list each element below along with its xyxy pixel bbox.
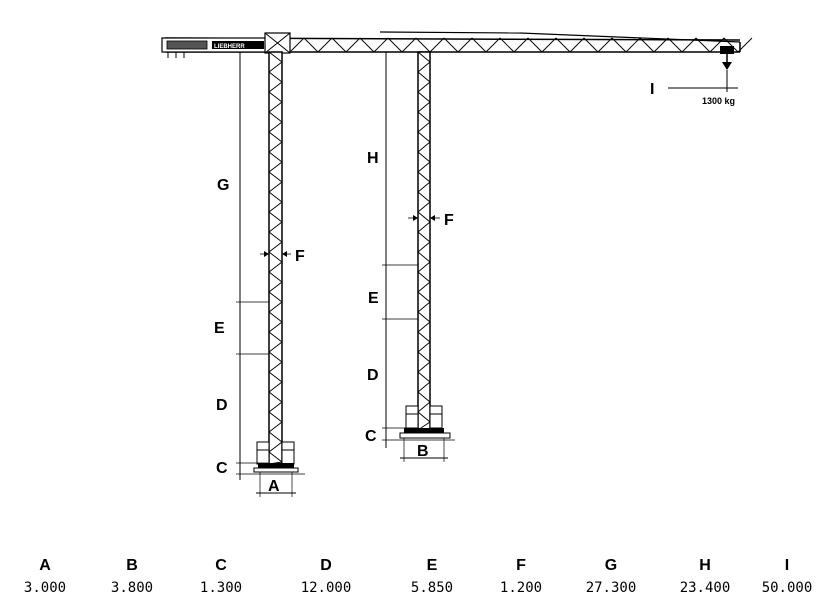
dim-col-d: D 12.000 — [276, 555, 376, 599]
dim-value: 3.000 — [23, 580, 67, 596]
dim-col-g: G 27.300 — [561, 555, 661, 599]
dim-letter: A — [39, 557, 51, 574]
dim-value: 1.200 — [499, 580, 543, 596]
dim-col-h: H 23.400 — [655, 555, 755, 599]
dim-letter: D — [320, 557, 332, 574]
label-d-left: D — [216, 397, 228, 414]
label-e-right: E — [368, 290, 379, 307]
right-tower — [399, 51, 451, 439]
dim-letter: E — [426, 557, 438, 574]
dim-col-f: F 1.200 — [471, 555, 571, 599]
label-h: H — [367, 150, 379, 167]
load-label: 1300 kg — [702, 96, 735, 106]
dim-value: 50.000 — [761, 580, 813, 596]
dim-col-b: B 3.800 — [82, 555, 182, 599]
dim-value: 3.800 — [110, 580, 154, 596]
label-a: A — [268, 478, 280, 495]
label-f-left: F — [295, 248, 305, 265]
dim-value: 1.300 — [199, 580, 243, 596]
left-tower — [253, 51, 299, 473]
dim-letter: B — [126, 557, 138, 574]
dimension-i: I 1300 kg — [650, 70, 738, 106]
label-g: G — [217, 177, 229, 194]
dim-value: 5.850 — [410, 580, 454, 596]
left-dimensions: G E D C A F — [214, 51, 305, 497]
dim-letter: C — [215, 557, 227, 574]
brand-logo: LIEBHERR — [214, 44, 245, 50]
dim-value: 27.300 — [585, 580, 637, 596]
dim-letter: H — [699, 557, 711, 574]
dim-col-a: A 3.000 — [0, 555, 95, 599]
dim-col-e: E 5.850 — [382, 555, 482, 599]
right-dimensions: H E D C B F — [365, 51, 455, 462]
counter-jib: LIEBHERR — [161, 32, 291, 58]
dim-letter: G — [604, 557, 618, 574]
dim-col-i: I 50.000 — [737, 555, 831, 599]
label-i: I — [650, 81, 654, 98]
dim-letter: I — [784, 557, 790, 574]
dim-value: 23.400 — [679, 580, 731, 596]
label-e-left: E — [214, 320, 225, 337]
hook — [720, 46, 734, 70]
dim-letter: F — [516, 557, 526, 574]
dim-value: 12.000 — [300, 580, 352, 596]
label-d-right: D — [367, 367, 379, 384]
label-f-right: F — [444, 212, 454, 229]
label-c-right: C — [365, 428, 377, 445]
crane-diagram: LIEBHERR I 1300 kg — [161, 31, 753, 497]
dimension-table: A 3.000 B 3.800 C 1.300 D 12.000 E 5.850… — [0, 555, 831, 605]
label-b: B — [417, 443, 429, 460]
dim-col-c: C 1.300 — [171, 555, 271, 599]
label-c-left: C — [216, 460, 228, 477]
